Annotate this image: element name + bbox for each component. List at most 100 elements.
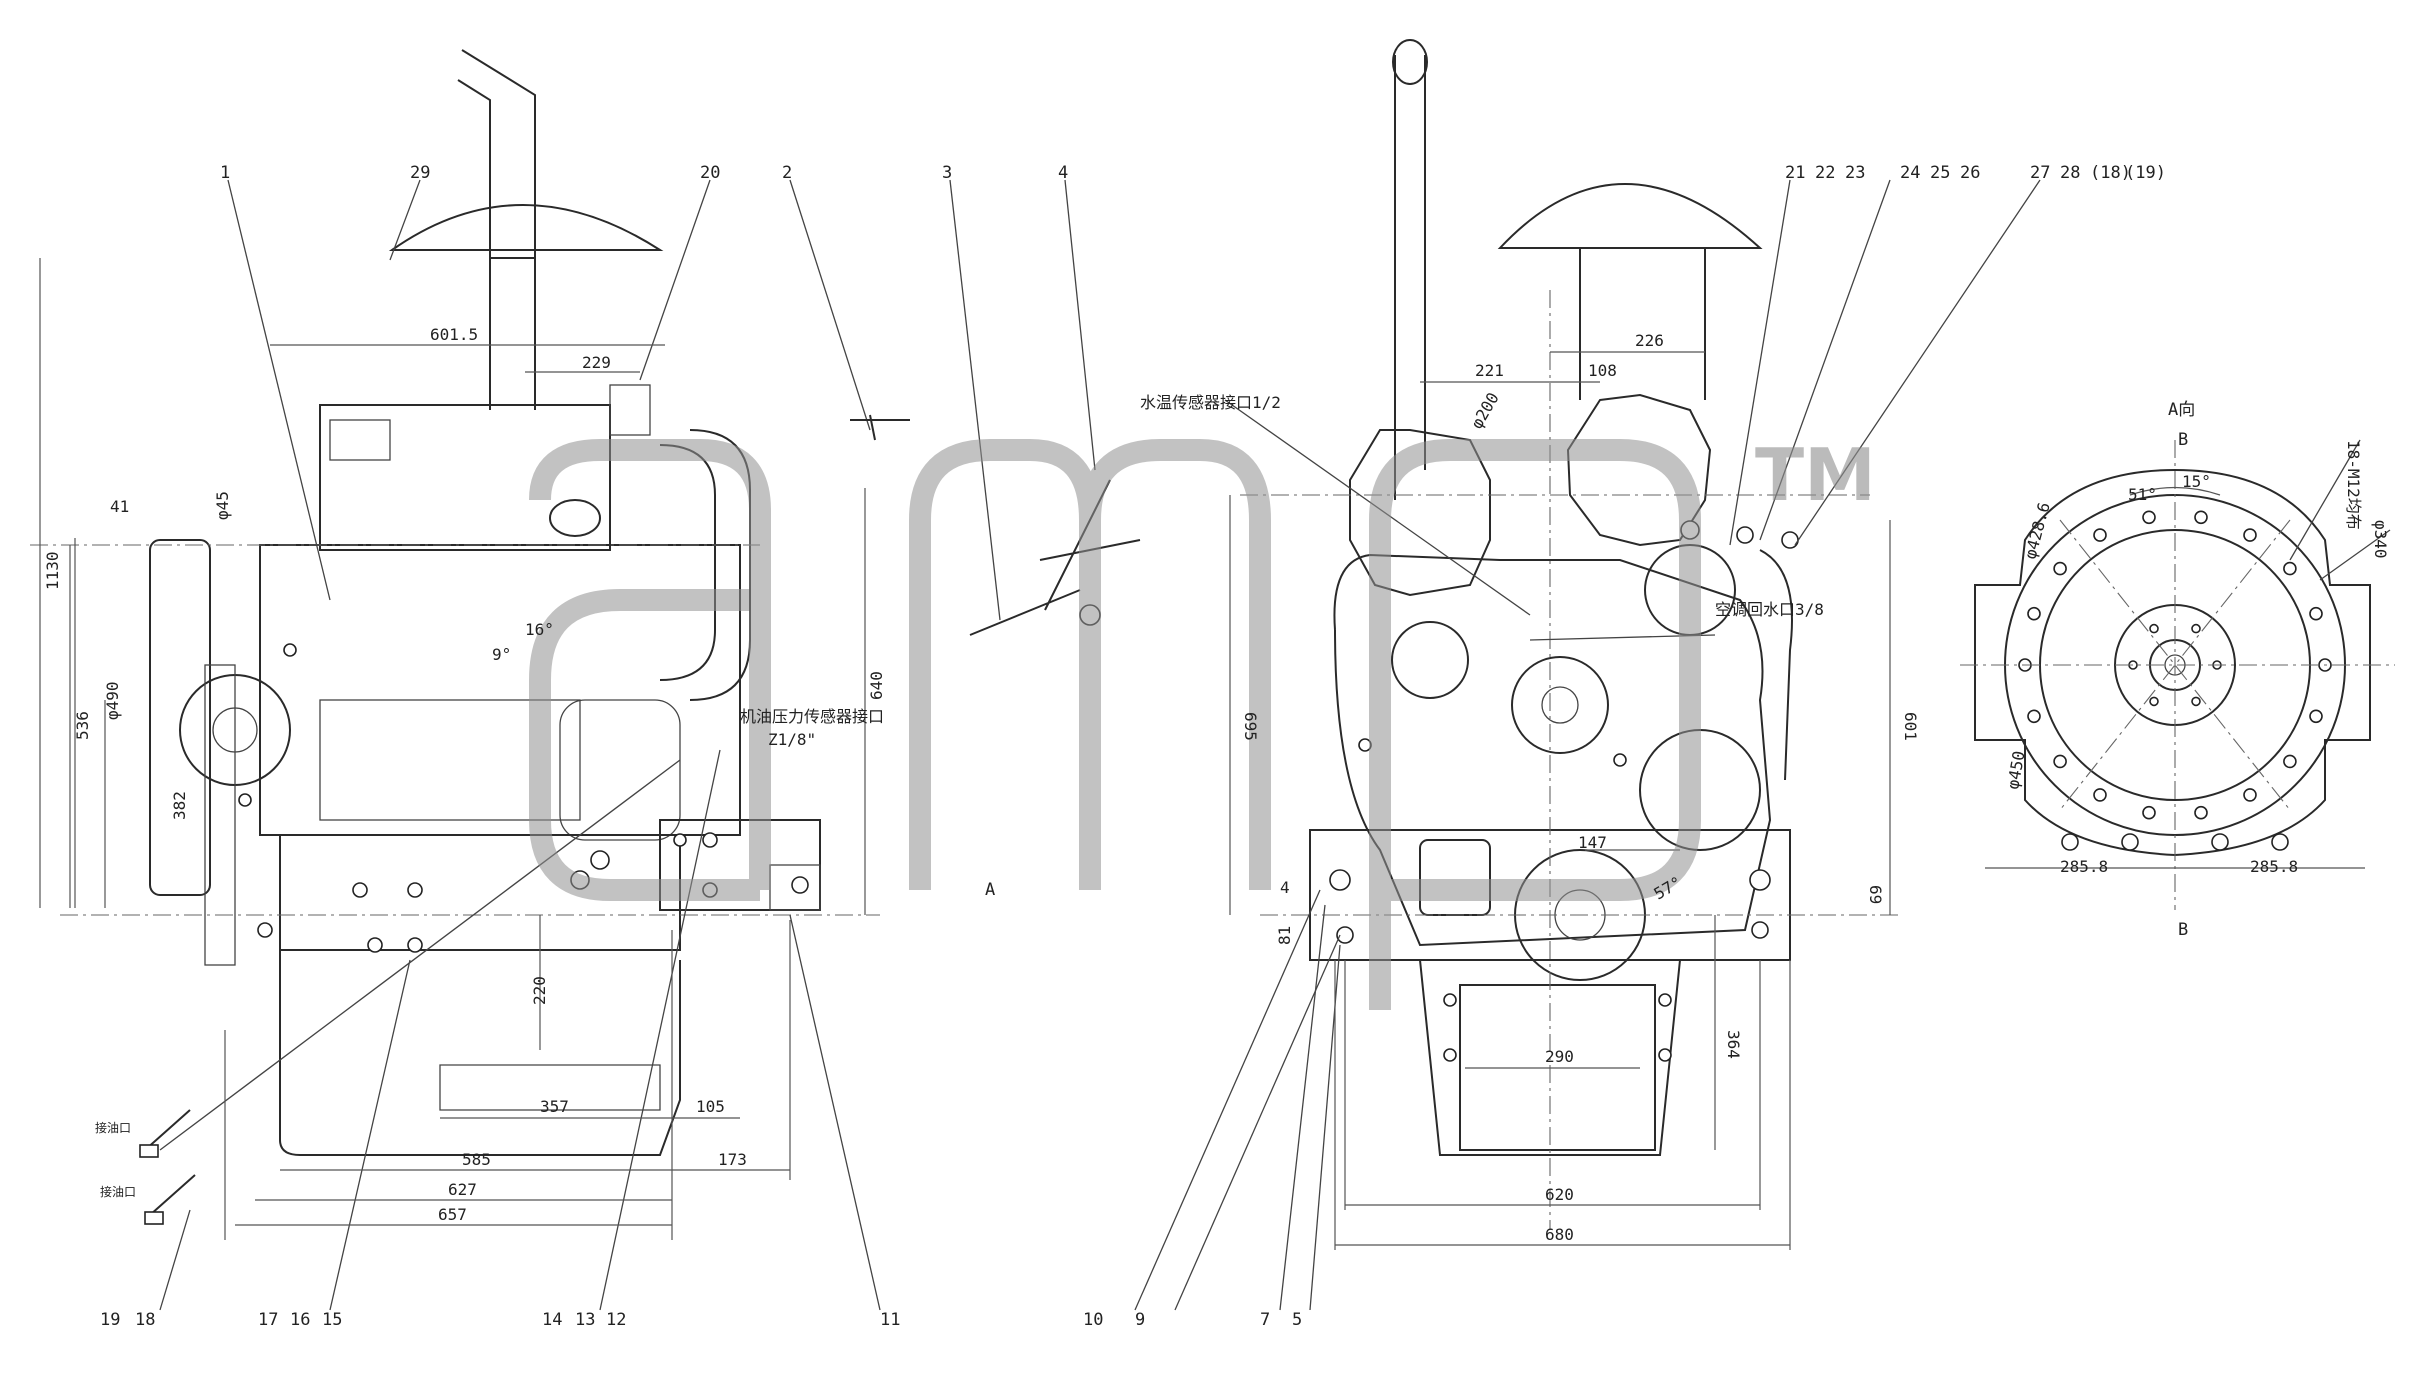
- dimension-label: 221: [1475, 361, 1504, 380]
- dimension-label: 147: [1578, 833, 1607, 852]
- part-number: 19: [100, 1310, 120, 1330]
- dimension-label: 220: [530, 976, 549, 1005]
- part-number: 25: [1930, 163, 1950, 183]
- dimension-label: φ490: [103, 681, 122, 720]
- part-number: 4: [1058, 163, 1068, 183]
- bolt-hole: [2283, 561, 2297, 576]
- dimension-label: 9°: [492, 645, 511, 664]
- part-number: 15: [322, 1310, 342, 1330]
- fitting-label: 接油口: [100, 1184, 136, 1199]
- part-number: 17: [258, 1310, 278, 1330]
- part-number: 10: [1083, 1310, 1103, 1330]
- dimension-label: φ200: [1467, 389, 1503, 432]
- part-number: 27: [2030, 163, 2050, 183]
- part-number: 26: [1960, 163, 1980, 183]
- bolt-hole: [2243, 788, 2257, 802]
- bolt-hole: [2191, 623, 2201, 634]
- bolt-hole: [2149, 696, 2159, 707]
- dimension-label: 229: [582, 353, 611, 372]
- part-number: 22: [1815, 163, 1835, 183]
- bolt-hole: [2283, 754, 2297, 769]
- dimension-label: 620: [1545, 1185, 1574, 1204]
- dimension-label: 108: [1588, 361, 1617, 380]
- dimension-label: 285.8: [2250, 857, 2298, 876]
- dimension-label: 51°: [2128, 485, 2157, 504]
- part-number: 7: [1260, 1310, 1270, 1330]
- bolt-hole: [2191, 696, 2201, 707]
- bolt-hole: [2243, 528, 2257, 542]
- dimension-label: 640: [867, 671, 886, 700]
- bolt-hole: [2053, 561, 2067, 576]
- bolt-hole: [2194, 805, 2208, 820]
- dimension-label: 15°: [2182, 472, 2211, 491]
- dimension-label: 657: [438, 1205, 467, 1224]
- side-view: [30, 49, 1141, 1311]
- bolt-hole: [2142, 510, 2156, 525]
- dimension-label: 536: [73, 711, 92, 740]
- inner-bolt-circle: [2128, 623, 2222, 707]
- oil-pressure-sensor-port-label: 机油压力传感器接口: [740, 707, 884, 726]
- view-a-title: A向: [2168, 400, 2195, 420]
- bolt-circle: [2018, 510, 2332, 820]
- dimension-label: 680: [1545, 1225, 1574, 1244]
- dimension-label: φ45: [213, 491, 232, 520]
- dimension-label: 357: [540, 1097, 569, 1116]
- part-number: 29: [410, 163, 430, 183]
- dimension-label: 81: [1275, 926, 1294, 945]
- part-number: 20: [700, 163, 720, 183]
- dimension-label: 41: [110, 497, 129, 516]
- water-temp-sensor-port-label: 水温传感器接口1/2: [1140, 393, 1281, 412]
- fitting-label: 接油口: [95, 1120, 131, 1135]
- dimension-label: 4: [1280, 878, 1290, 897]
- dimension-label: 695: [1241, 712, 1260, 741]
- part-number: 1: [220, 163, 230, 183]
- watermark-tm: TM: [1755, 433, 1876, 517]
- dimension-label: 601: [1901, 712, 1920, 741]
- part-number: 13: [575, 1310, 595, 1330]
- watermark-logo: [529, 439, 1701, 1010]
- dimension-label: 1130: [43, 551, 62, 590]
- part-number: 18: [135, 1310, 155, 1330]
- part-number: (19): [2125, 163, 2166, 183]
- section-b-label: B: [2178, 430, 2188, 450]
- bolt-hole: [2309, 709, 2323, 724]
- part-number: 11: [880, 1310, 900, 1330]
- dimension-label: 105: [696, 1097, 725, 1116]
- dimension-label: 226: [1635, 331, 1664, 350]
- part-number: 5: [1292, 1310, 1302, 1330]
- dimension-label: 627: [448, 1180, 477, 1199]
- ac-return-water-port-label: 空调回水口3/8: [1715, 600, 1824, 619]
- part-number: 14: [542, 1310, 562, 1330]
- dimension-label: φ340: [2371, 520, 2390, 559]
- oil-sensor-thread-label: Z1/8": [768, 730, 816, 749]
- part-number: 3: [942, 163, 952, 183]
- part-number: 21: [1785, 163, 1805, 183]
- text-layer: 1 29 20 2 3 4 21 22 23 24 25 26 27 28 (1…: [43, 163, 2390, 1330]
- dimension-label: 290: [1545, 1047, 1574, 1066]
- bolt-hole: [2093, 788, 2107, 802]
- part-number: (18): [2090, 163, 2131, 183]
- bolt-hole: [2142, 805, 2156, 820]
- bolt-hole: [2093, 528, 2107, 542]
- dimension-label: 601.5: [430, 325, 478, 344]
- dimension-label: 382: [170, 791, 189, 820]
- dimension-label: 173: [718, 1150, 747, 1169]
- bolt-hole: [2309, 606, 2323, 621]
- dimension-label: 16°: [525, 620, 554, 639]
- bolt-hole-spec-label: 18-M12均布: [2344, 440, 2363, 530]
- bolt-hole: [2149, 623, 2159, 634]
- bolt-hole: [2027, 606, 2041, 621]
- bolt-hole: [2194, 510, 2208, 525]
- part-number: 2: [782, 163, 792, 183]
- bolt-hole: [2027, 709, 2041, 724]
- part-number: 23: [1845, 163, 1865, 183]
- flywheel-housing-view: [1960, 439, 2395, 910]
- part-number: 9: [1135, 1310, 1145, 1330]
- part-number: 12: [606, 1310, 626, 1330]
- part-number: 16: [290, 1310, 310, 1330]
- section-b-label: B: [2178, 920, 2188, 940]
- bolt-hole: [2053, 754, 2067, 769]
- dimension-label: 285.8: [2060, 857, 2108, 876]
- dimension-label: 69: [1866, 885, 1885, 904]
